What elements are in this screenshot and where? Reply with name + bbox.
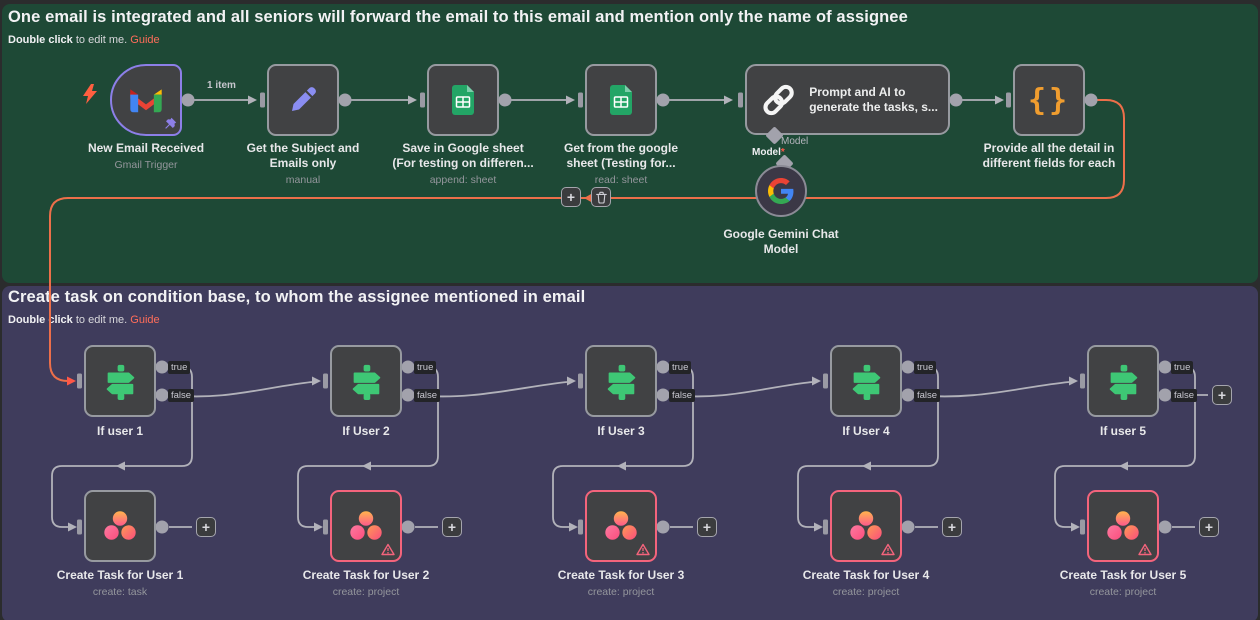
connection-true-arrowheads	[68, 461, 1128, 532]
model-port-label: Model	[781, 136, 809, 147]
sticky-hint: Double click to edit me. Guide	[8, 34, 160, 46]
google-sheets-icon	[610, 85, 632, 115]
node-if-user-1[interactable]	[84, 345, 156, 417]
port-label-false: false	[414, 389, 441, 402]
if-signpost-icon	[852, 364, 881, 400]
asana-icon	[850, 511, 882, 540]
add-node-button[interactable]: +	[442, 517, 462, 537]
node-sheets-get[interactable]	[585, 64, 657, 136]
trash-icon	[595, 191, 607, 204]
google-sheets-icon	[452, 85, 474, 115]
warning-icon	[1138, 543, 1152, 556]
braces-icon: {}	[1027, 82, 1071, 118]
if-signpost-icon	[607, 364, 636, 400]
node-gmail-trigger[interactable]	[110, 64, 182, 136]
port-label-true: true	[669, 361, 692, 374]
node-if-user-5[interactable]	[1087, 345, 1159, 417]
port-label-false: false	[914, 389, 941, 402]
connection-false-arrowheads	[312, 376, 1078, 386]
add-node-button[interactable]: +	[196, 517, 216, 537]
add-node-button[interactable]: +	[561, 187, 581, 207]
node-label-if-2: If User 2	[342, 424, 390, 438]
node-llm-chain[interactable]: Prompt and AI to generate the tasks, s..…	[745, 64, 950, 135]
node-gemini-model[interactable]	[755, 165, 807, 217]
node-label-if-1: If user 1	[96, 424, 144, 438]
node-edit-fields[interactable]	[267, 64, 339, 136]
asana-icon	[605, 511, 637, 540]
port-label-true: true	[168, 361, 191, 374]
port-label-true: true	[914, 361, 937, 374]
loop-mid-arrowhead	[584, 193, 592, 203]
connection-arrowheads	[248, 95, 1004, 105]
node-json-fields[interactable]: {}	[1013, 64, 1085, 136]
node-label-if-5: If user 5	[1099, 424, 1147, 438]
input-port-bars[interactable]	[77, 92, 1085, 535]
port-label-true: true	[414, 361, 437, 374]
node-if-user-2[interactable]	[330, 345, 402, 417]
port-label-false: false	[168, 389, 195, 402]
section-title: One email is integrated and all seniors …	[8, 8, 908, 26]
section-title: Create task on condition base, to whom t…	[8, 288, 586, 306]
node-label-if-3: If User 3	[597, 424, 645, 438]
node-label-json-fields: Provide all the detail in different fiel…	[982, 141, 1116, 170]
warning-icon	[636, 543, 650, 556]
sticky-note-email-section[interactable]: One email is integrated and all seniors …	[2, 4, 1258, 283]
loop-arrowhead	[67, 376, 76, 386]
node-create-task-2[interactable]	[330, 490, 402, 562]
add-node-button[interactable]: +	[697, 517, 717, 537]
add-node-button[interactable]: +	[1212, 385, 1232, 405]
sticky-hint: Double click to edit me. Guide	[8, 314, 160, 326]
guide-link[interactable]: Guide	[130, 314, 160, 326]
model-required-label: Model*	[752, 147, 785, 158]
pencil-icon	[292, 87, 316, 111]
node-label-edit: Get the Subject and Emails only manual	[246, 141, 360, 186]
node-if-user-4[interactable]	[830, 345, 902, 417]
if-signpost-icon	[106, 364, 135, 400]
hint-bold: Double click	[8, 314, 73, 326]
node-create-task-3[interactable]	[585, 490, 657, 562]
if-signpost-icon	[352, 364, 381, 400]
add-node-button[interactable]: +	[1199, 517, 1219, 537]
node-if-user-3[interactable]	[585, 345, 657, 417]
port-label-false: false	[669, 389, 696, 402]
node-label-gmail: New Email Received Gmail Trigger	[87, 141, 205, 171]
connection-items-label: 1 item	[207, 80, 236, 91]
node-label-sheets-get: Get from the google sheet (Testing for..…	[564, 141, 678, 186]
google-g-icon	[768, 178, 794, 204]
node-create-task-4[interactable]	[830, 490, 902, 562]
guide-link[interactable]: Guide	[130, 34, 160, 46]
asana-icon	[1107, 511, 1139, 540]
pin-icon	[165, 117, 177, 129]
asana-icon	[104, 511, 136, 540]
node-sheets-save[interactable]	[427, 64, 499, 136]
node-create-task-5[interactable]	[1087, 490, 1159, 562]
node-label-if-4: If User 4	[842, 424, 890, 438]
gmail-icon	[130, 88, 162, 112]
sticky-note-task-section[interactable]: Create task on condition base, to whom t…	[2, 286, 1258, 620]
if-signpost-icon	[1109, 364, 1138, 400]
port-label-false: false	[1171, 389, 1198, 402]
hint-rest: to edit me.	[75, 34, 128, 46]
node-create-task-1[interactable]	[84, 490, 156, 562]
asana-icon	[350, 511, 382, 540]
node-label-sheets-save: Save in Google sheet (For testing on dif…	[392, 141, 534, 186]
delete-connection-button[interactable]	[591, 187, 611, 207]
port-label-true: true	[1171, 361, 1194, 374]
add-node-button[interactable]: +	[942, 517, 962, 537]
trigger-bolt-icon	[82, 84, 98, 109]
hint-bold: Double click	[8, 34, 73, 46]
warning-icon	[381, 543, 395, 556]
node-label-gemini: Google Gemini Chat Model	[723, 227, 839, 256]
warning-icon	[881, 543, 895, 556]
hint-rest: to edit me.	[75, 314, 128, 326]
node-inline-label: Prompt and AI to generate the tasks, s..…	[809, 84, 938, 114]
chain-link-icon	[763, 84, 794, 115]
